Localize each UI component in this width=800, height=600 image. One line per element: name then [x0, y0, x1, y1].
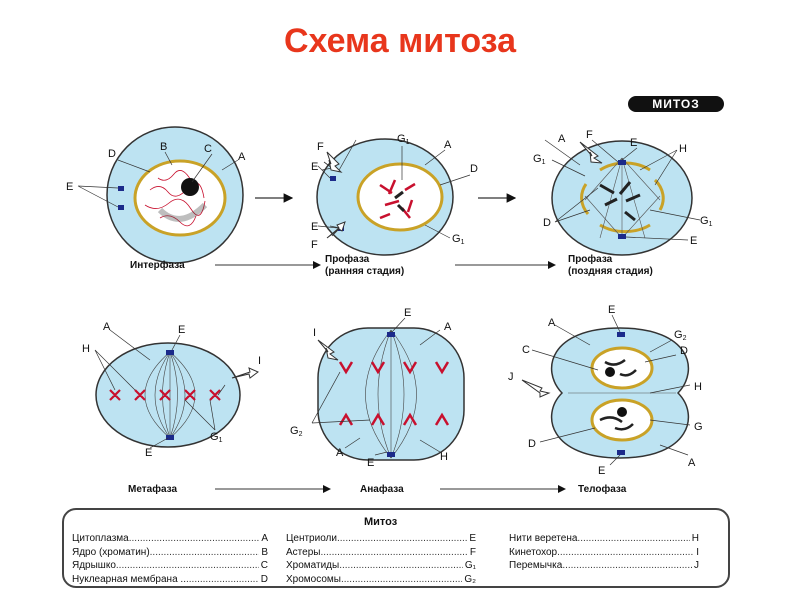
mitosis-badge: МИТОЗ: [628, 96, 724, 112]
label-G1: G1: [452, 233, 465, 246]
label-I: I: [258, 355, 261, 367]
legend-item: ЯдрышкоC: [72, 559, 268, 573]
legend-item: ПеремычкаJ: [509, 559, 699, 573]
cell-late-prophase: [551, 140, 693, 256]
label-E: E: [630, 137, 637, 149]
label-E: E: [66, 181, 73, 193]
legend-box: Митоз ЦитоплазмаA Ядро (хроматин)B Ядрыш…: [62, 508, 730, 588]
label-A: A: [688, 457, 696, 469]
label-G1: G1: [700, 215, 713, 228]
cell-early-prophase: [316, 138, 454, 256]
label-G2: G2: [290, 425, 303, 438]
legend-item: ХромосомыG₂: [286, 573, 476, 587]
label-J: J: [508, 371, 514, 383]
legend-item: Нуклеарная мембрана ..D: [72, 573, 268, 587]
label-D: D: [470, 163, 478, 175]
stage-captions: Интерфаза Профаза (ранняя стадия) Профаз…: [128, 253, 653, 495]
label-H: H: [694, 381, 702, 393]
label-F: F: [311, 239, 318, 251]
legend-item: ЦентриолиE: [286, 532, 476, 546]
letter-labels: D B C A E F E G1 A D E F G1 A F E G1 H G…: [66, 129, 713, 477]
label-E: E: [690, 235, 697, 247]
label-E: E: [598, 465, 605, 477]
legend-item: КинетохорI: [509, 546, 699, 560]
caption-late-prophase: Профаза: [568, 253, 613, 265]
legend-column-1: ЦитоплазмаA Ядро (хроматин)B ЯдрышкоC Ну…: [72, 532, 268, 586]
cell-interphase: [106, 126, 244, 264]
flow-arrows: [215, 193, 566, 493]
caption-early-prophase: Профаза: [325, 253, 370, 265]
label-D: D: [108, 148, 116, 160]
label-C: C: [204, 143, 212, 155]
label-B: B: [160, 141, 167, 153]
legend-item: Ядро (хроматин)B: [72, 546, 268, 560]
label-G1: G1: [533, 153, 546, 166]
label-A: A: [558, 133, 566, 145]
caption-metaphase: Метафаза: [128, 483, 177, 495]
label-A: A: [238, 151, 246, 163]
label-F: F: [586, 129, 593, 141]
label-D: D: [680, 345, 688, 357]
legend-column-2: ЦентриолиE АстерыF ХроматидыG₁ Хромосомы…: [286, 532, 476, 586]
label-A: A: [336, 447, 344, 459]
legend-item: АстерыF: [286, 546, 476, 560]
label-A: A: [444, 321, 452, 333]
label-E: E: [311, 161, 318, 173]
label-A: A: [548, 317, 556, 329]
legend-item: ЦитоплазмаA: [72, 532, 268, 546]
legend-item: ХроматидыG₁: [286, 559, 476, 573]
caption-anaphase: Анафаза: [360, 483, 404, 495]
legend-item: Нити веретенаH: [509, 532, 699, 546]
label-E: E: [178, 324, 185, 336]
leader-lines: [77, 139, 701, 466]
caption-telophase: Телофаза: [578, 483, 627, 495]
cell-anaphase: [317, 327, 465, 461]
page-title: Схема митоза: [283, 22, 517, 60]
caption-early-prophase-sub: (ранняя стадия): [325, 266, 404, 277]
label-E: E: [311, 221, 318, 233]
label-A: A: [444, 139, 452, 151]
label-E: E: [404, 307, 411, 319]
label-G1: G1: [210, 431, 223, 444]
caption-late-prophase-sub: (поздняя стадия): [568, 266, 653, 277]
pointer-arrows: [231, 141, 603, 398]
label-C: C: [522, 344, 530, 356]
label-H: H: [440, 451, 448, 463]
label-A: A: [103, 321, 111, 333]
label-G2: G2: [674, 329, 687, 342]
label-G: G: [694, 421, 703, 433]
label-E: E: [608, 304, 615, 316]
label-E: E: [145, 447, 152, 459]
label-D: D: [543, 217, 551, 229]
label-G1: G1: [397, 133, 410, 146]
label-F: F: [317, 141, 324, 153]
label-E: E: [367, 457, 374, 469]
label-H: H: [82, 343, 90, 355]
label-I: I: [313, 327, 316, 339]
cell-metaphase: [95, 342, 241, 448]
legend-title: Митоз: [364, 516, 398, 528]
label-D: D: [528, 438, 536, 450]
label-H: H: [679, 143, 687, 155]
legend-column-3: Нити веретенаH КинетохорI ПеремычкаJ: [509, 532, 699, 573]
cell-telophase: [550, 327, 690, 459]
caption-interphase: Интерфаза: [130, 259, 185, 271]
